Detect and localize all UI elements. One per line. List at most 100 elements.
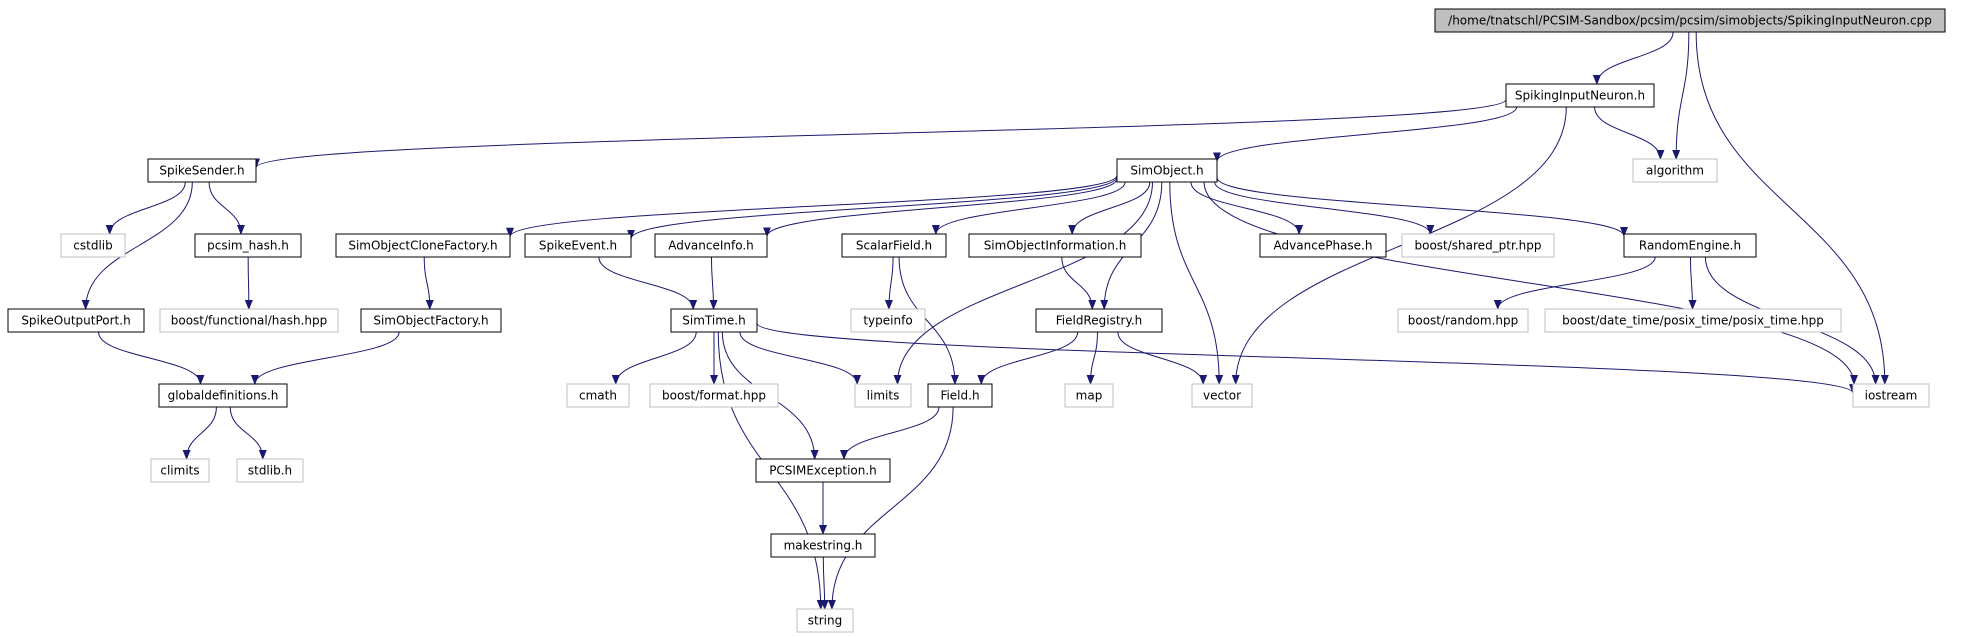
node-scalarfield-h[interactable]: ScalarField.h bbox=[841, 233, 947, 258]
node-label: boost/date_time/posix_time/posix_time.hp… bbox=[1562, 314, 1824, 328]
node-boost-posix-time: boost/date_time/posix_time/posix_time.hp… bbox=[1544, 308, 1842, 333]
node-label: SimObjectCloneFactory.h bbox=[348, 239, 497, 253]
node-box bbox=[770, 533, 876, 558]
node-advanceinfo-h[interactable]: AdvanceInfo.h bbox=[654, 233, 768, 258]
node-box bbox=[7, 308, 145, 333]
edge-simobject_h-to-scalarfield_h bbox=[931, 181, 1126, 235]
node-box bbox=[1434, 8, 1946, 33]
node-box bbox=[1397, 308, 1529, 333]
node-label: boost/random.hpp bbox=[1408, 314, 1519, 328]
node-label: typeinfo bbox=[863, 314, 912, 328]
node-label: boost/shared_ptr.hpp bbox=[1415, 239, 1542, 253]
node-box bbox=[654, 233, 768, 258]
node-box bbox=[927, 383, 993, 408]
edge-fieldregistry_h-to-field_h bbox=[977, 331, 1079, 385]
node-box bbox=[755, 458, 891, 483]
node-label: string bbox=[808, 614, 842, 628]
node-field-h[interactable]: Field.h bbox=[927, 383, 993, 408]
node-box bbox=[566, 383, 630, 408]
node-box bbox=[796, 608, 854, 633]
node-label: SpikeSender.h bbox=[159, 164, 244, 178]
node-box bbox=[150, 458, 210, 483]
node-cstdlib: cstdlib bbox=[60, 233, 126, 258]
edge-simobject_h-to-limits bbox=[893, 181, 1153, 385]
node-cmath: cmath bbox=[566, 383, 630, 408]
edge-root-to-spikinginputneuron_h bbox=[1592, 31, 1674, 85]
node-box bbox=[158, 383, 288, 408]
node-label: /home/tnatschl/PCSIM-Sandbox/pcsim/pcsim… bbox=[1448, 14, 1932, 28]
node-spikeevent-h[interactable]: SpikeEvent.h bbox=[524, 233, 632, 258]
edge-fieldregistry_h-to-map bbox=[1086, 331, 1098, 385]
edge-spikeevent_h-to-simtime_h bbox=[598, 256, 698, 310]
node-box bbox=[1852, 383, 1930, 408]
nodes-layer: /home/tnatschl/PCSIM-Sandbox/pcsim/pcsim… bbox=[7, 8, 1946, 633]
edge-simtime_h-to-iostream bbox=[756, 322, 1857, 395]
node-simobjectinformation-h[interactable]: SimObjectInformation.h bbox=[968, 233, 1142, 258]
node-box bbox=[147, 158, 257, 183]
edge-simobject_h-to-iostream bbox=[1203, 181, 1858, 385]
node-label: Field.h bbox=[940, 389, 979, 403]
node-label: cstdlib bbox=[73, 239, 112, 253]
edge-simobject_h-to-randomengine_h bbox=[1216, 177, 1628, 238]
node-box bbox=[841, 233, 947, 258]
node-spikinginputneuron-h[interactable]: SpikingInputNeuron.h bbox=[1505, 83, 1655, 108]
node-box bbox=[1632, 158, 1718, 183]
node-map: map bbox=[1064, 383, 1114, 408]
node-label: makestring.h bbox=[784, 539, 863, 553]
node-box bbox=[1116, 158, 1218, 183]
edge-simobject_h-to-spikeevent_h bbox=[627, 176, 1118, 240]
node-label: SpikeEvent.h bbox=[539, 239, 617, 253]
node-pcsim-hash-h[interactable]: pcsim_hash.h bbox=[194, 233, 302, 258]
node-label: boost/format.hpp bbox=[662, 389, 766, 403]
node-simtime-h[interactable]: SimTime.h bbox=[670, 308, 758, 333]
node-box bbox=[360, 308, 502, 333]
node-box bbox=[1623, 233, 1757, 258]
node-advancephase-h[interactable]: AdvancePhase.h bbox=[1259, 233, 1387, 258]
node-boost-shared-ptr: boost/shared_ptr.hpp bbox=[1401, 233, 1555, 258]
node-box bbox=[236, 458, 304, 483]
node-globaldefinitions-h[interactable]: globaldefinitions.h bbox=[158, 383, 288, 408]
node-fieldregistry-h[interactable]: FieldRegistry.h bbox=[1035, 308, 1163, 333]
node-box bbox=[649, 383, 779, 408]
node-label: vector bbox=[1203, 389, 1241, 403]
node-label: algorithm bbox=[1646, 164, 1704, 178]
node-root[interactable]: /home/tnatschl/PCSIM-Sandbox/pcsim/pcsim… bbox=[1434, 8, 1946, 33]
node-spikeoutputport-h[interactable]: SpikeOutputPort.h bbox=[7, 308, 145, 333]
edge-simobjectfactory_h-to-globaldefinitions_h bbox=[250, 331, 400, 385]
node-label: SimTime.h bbox=[682, 314, 745, 328]
edge-spikinginputneuron_h-to-simobject_h bbox=[1213, 106, 1518, 163]
node-label: pcsim_hash.h bbox=[207, 239, 289, 253]
node-stdlib-h: stdlib.h bbox=[236, 458, 304, 483]
edge-advanceinfo_h-to-simtime_h bbox=[709, 256, 718, 310]
node-label: map bbox=[1076, 389, 1103, 403]
node-simobject-h[interactable]: SimObject.h bbox=[1116, 158, 1218, 183]
edge-simobject_h-to-advanceinfo_h bbox=[763, 178, 1118, 238]
node-simobjectclonefactory-h[interactable]: SimObjectCloneFactory.h bbox=[335, 233, 511, 258]
node-climits: climits bbox=[150, 458, 210, 483]
edge-makestring_h-to-string bbox=[820, 556, 829, 610]
node-pcsimexception-h[interactable]: PCSIMException.h bbox=[755, 458, 891, 483]
node-box bbox=[1064, 383, 1114, 408]
edge-spikinginputneuron_h-to-vector bbox=[1231, 106, 1567, 385]
edge-root-to-iostream bbox=[1695, 31, 1889, 385]
node-simobjectfactory-h[interactable]: SimObjectFactory.h bbox=[360, 308, 502, 333]
node-makestring-h[interactable]: makestring.h bbox=[770, 533, 876, 558]
node-label: SpikeOutputPort.h bbox=[21, 314, 130, 328]
node-boost-random: boost/random.hpp bbox=[1397, 308, 1529, 333]
edge-scalarfield_h-to-field_h bbox=[898, 256, 959, 385]
node-label: iostream bbox=[1865, 389, 1918, 403]
node-box bbox=[1505, 83, 1655, 108]
edge-spikesender_h-to-spikeoutputport_h bbox=[81, 181, 193, 310]
node-box bbox=[524, 233, 632, 258]
node-box bbox=[1191, 383, 1253, 408]
edge-simobject_h-to-boost_shared_ptr bbox=[1214, 181, 1435, 235]
node-label: ScalarField.h bbox=[856, 239, 932, 253]
node-label: AdvancePhase.h bbox=[1274, 239, 1373, 253]
node-randomengine-h[interactable]: RandomEngine.h bbox=[1623, 233, 1757, 258]
edge-spikinginputneuron_h-to-spikesender_h bbox=[252, 99, 1507, 169]
node-box bbox=[1035, 308, 1163, 333]
node-box bbox=[854, 383, 912, 408]
node-boost-format: boost/format.hpp bbox=[649, 383, 779, 408]
node-spikesender-h[interactable]: SpikeSender.h bbox=[147, 158, 257, 183]
